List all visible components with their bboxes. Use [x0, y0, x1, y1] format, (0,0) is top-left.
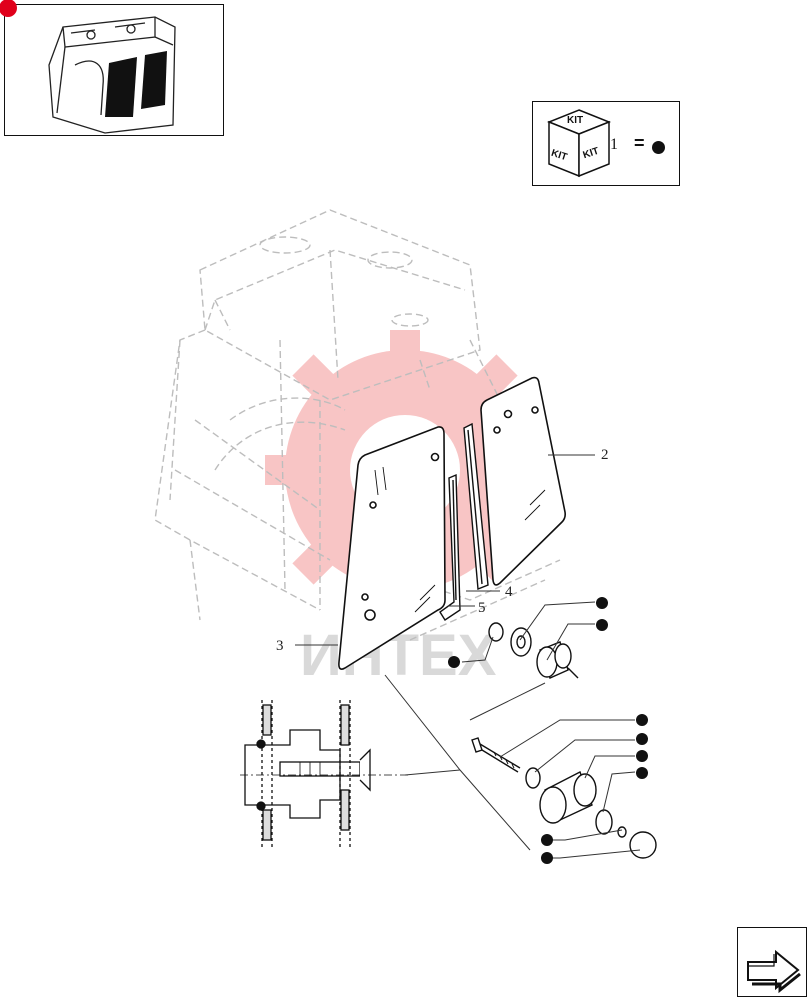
upper-hinge-hardware[interactable]	[488, 622, 579, 679]
next-page-button[interactable]	[737, 927, 807, 997]
cab-thumbnail-drawing	[48, 16, 176, 134]
kit-label-top: KIT	[567, 115, 584, 126]
callout-part-2: 2	[601, 447, 609, 463]
kit-bullets	[448, 597, 648, 864]
cab-outline-ghost	[154, 209, 561, 641]
right-seal-strip[interactable]	[463, 422, 489, 591]
kit-item-number: 1	[610, 136, 618, 153]
left-seal-strip[interactable]	[439, 473, 461, 621]
kit-box-icon	[546, 109, 612, 178]
thumbnail-badge	[0, 0, 17, 17]
leader-lines	[295, 454, 641, 859]
callout-part-4: 4	[505, 584, 513, 600]
cab-thumbnail[interactable]	[0, 0, 224, 136]
callout-part-3: 3	[276, 638, 284, 654]
arrow-right-icon	[747, 949, 801, 994]
kit-equals-sign: =	[634, 133, 645, 153]
lower-hinge-hardware[interactable]	[471, 737, 657, 859]
kit-bullet-icon	[652, 141, 665, 154]
left-window-glass[interactable]	[338, 426, 446, 670]
right-window-glass[interactable]	[480, 376, 566, 586]
hinge-cross-section	[240, 700, 410, 850]
callout-part-5: 5	[478, 600, 486, 616]
